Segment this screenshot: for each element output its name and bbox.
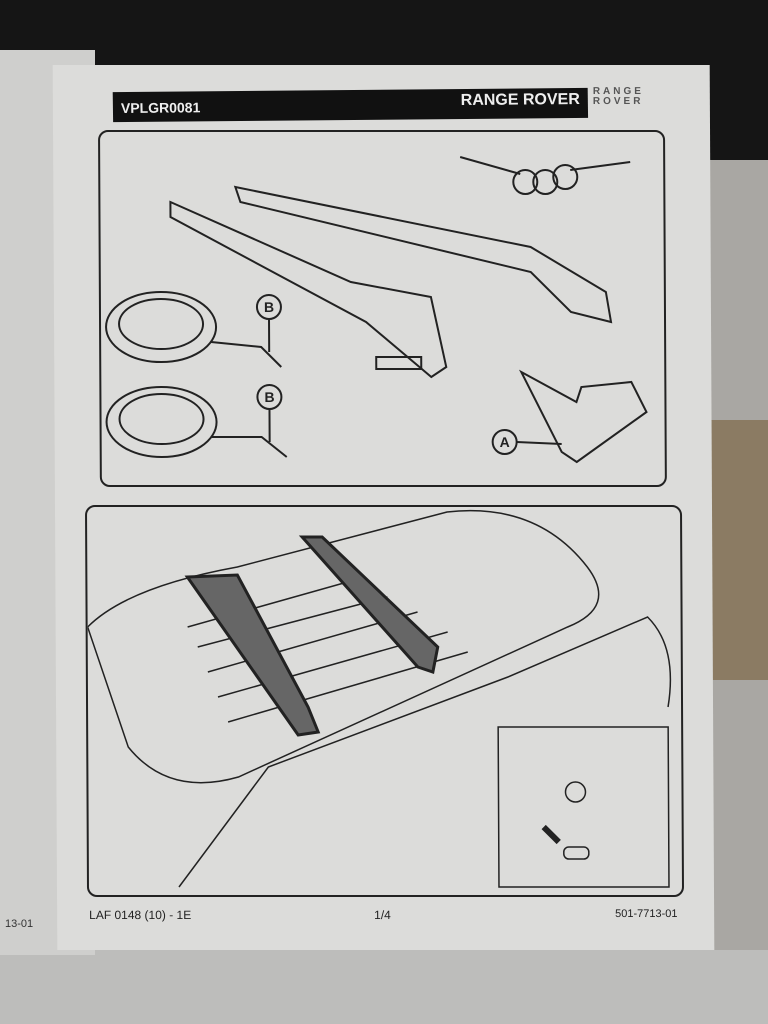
lock-slot [563, 846, 590, 860]
body-outline [178, 616, 672, 888]
crossbar-rear [233, 185, 613, 324]
rubber-strip-coil-1 [105, 291, 282, 368]
parts-diagram-panel: B B A [98, 130, 667, 487]
part-number: 501-7713-01 [615, 908, 678, 920]
callout-b2: B [264, 389, 274, 405]
previous-page-edge-text: 13-01 [5, 918, 34, 930]
roof-outline [86, 509, 600, 784]
crossbar-rear-installed [298, 535, 440, 674]
brand-title: RANGE ROVER [460, 90, 580, 110]
form-code: LAF 0148 (10) - 1E [89, 908, 192, 922]
keys-icon [459, 156, 631, 195]
callout-b1: B [264, 299, 274, 315]
bar-foot [375, 356, 423, 370]
installation-diagram-panel [84, 505, 685, 897]
detail-inset [497, 726, 670, 888]
page-number: 1/4 [374, 908, 391, 922]
callout-a: A [500, 434, 510, 450]
clamp-part [518, 369, 648, 464]
rubber-strip-coil-2 [105, 386, 288, 458]
roof-lines [187, 581, 468, 723]
parts-illustration: B B A [105, 156, 648, 464]
document-code: VPLGR0081 [120, 99, 201, 117]
crossbar-front-installed [184, 573, 321, 737]
detail-bolt [564, 781, 587, 803]
vehicle-roof-illustration [86, 509, 672, 888]
background-table [0, 950, 768, 1024]
header-bar: VPLGR0081 RANGE ROVER [112, 87, 589, 123]
crossbar-front [169, 200, 448, 379]
arrow-icon [541, 824, 561, 845]
